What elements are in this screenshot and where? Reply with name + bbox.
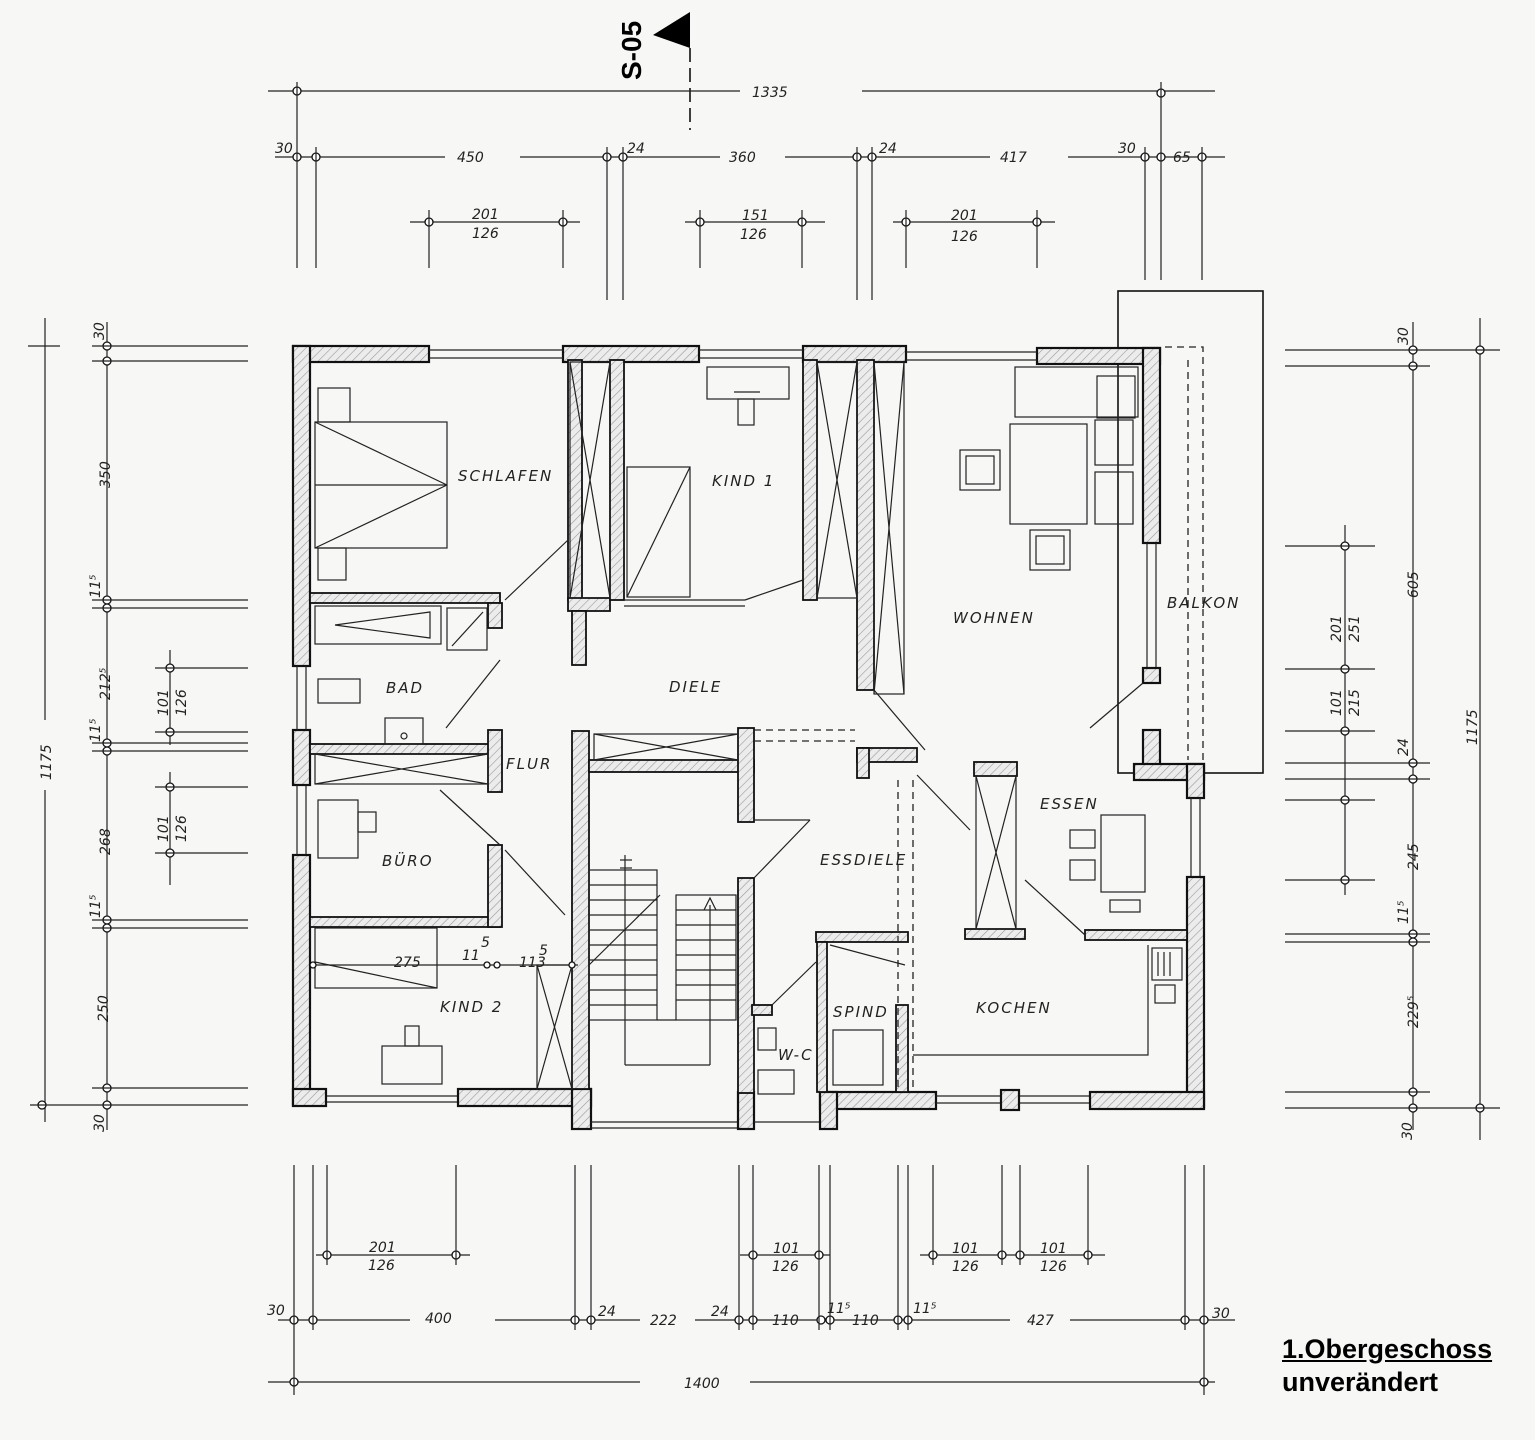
dim-bottom-seg: 400	[425, 1311, 452, 1327]
dim-bottom-seg: 30	[1212, 1306, 1230, 1322]
dim-top-seg: 417	[1000, 150, 1027, 166]
dim-right-seg: 30	[1396, 327, 1412, 345]
dim-left-seg: 268	[98, 828, 114, 855]
dim-bottom-window-w: 201	[369, 1240, 396, 1256]
dim-right-window-w: 101	[1329, 689, 1345, 716]
dim-bottom-seg: 30	[267, 1303, 285, 1319]
dim-left-seg: 11⁵	[88, 894, 104, 918]
inner-dimensions: 275 11 5 113 5	[309, 935, 578, 971]
dim-left-window-h: 126	[174, 815, 190, 842]
dim-bottom-seg: 427	[1027, 1313, 1054, 1329]
dim-top-seg: 30	[1118, 141, 1136, 157]
dim-inner-b-sup: 5	[481, 935, 490, 951]
room-label-wohnen: WOHNEN	[953, 609, 1035, 627]
dim-top-seg: 360	[729, 150, 756, 166]
room-labels: SCHLAFEN KIND 1 WOHNEN BALKON BAD DIELE …	[382, 467, 1240, 1064]
dim-inner-c: 113	[519, 955, 546, 971]
section-marker: S-05	[616, 12, 691, 130]
dim-bottom-seg: 222	[650, 1313, 677, 1329]
dim-inner-a: 275	[394, 955, 421, 971]
dimensions-right: 1175 30 605 24 245 11⁵ 229⁵ 30 201 251 1…	[1285, 318, 1500, 1140]
dim-bottom-window-h: 126	[1040, 1259, 1067, 1275]
dim-left-window-h: 126	[174, 689, 190, 716]
dim-top-overall: 1335	[752, 85, 788, 101]
dim-top-window-h: 126	[472, 226, 499, 242]
dim-bottom-window-h: 126	[368, 1258, 395, 1274]
dim-bottom-window-w: 101	[952, 1241, 979, 1257]
dimensions-bottom: 1400 30 400 24 222 24 110 11⁵ 110 11⁵ 42…	[267, 1165, 1235, 1395]
dim-left-window-w: 101	[156, 689, 172, 716]
room-label-spind: SPIND	[833, 1003, 889, 1021]
dim-right-seg: 245	[1406, 843, 1422, 870]
room-label-buero: BÜRO	[382, 851, 434, 870]
floor-plan-walls	[291, 290, 1264, 1131]
caption-subtitle: unverändert	[1282, 1367, 1439, 1397]
dim-right-overall: 1175	[1465, 709, 1481, 745]
dim-left-window-w: 101	[156, 815, 172, 842]
dim-bottom-seg: 11⁵	[827, 1301, 851, 1317]
room-label-kind2: KIND 2	[440, 998, 503, 1016]
dim-bottom-window-h: 126	[952, 1259, 979, 1275]
dim-top-seg: 450	[457, 150, 484, 166]
room-label-kind1: KIND 1	[712, 472, 775, 490]
dim-bottom-seg: 110	[852, 1313, 879, 1329]
staircase	[588, 855, 737, 1066]
dim-top-window-w: 201	[472, 207, 499, 223]
dimensions-top: 1335 30 450 24 360 24 417 30 65 201 126 …	[268, 82, 1225, 300]
dim-left-seg: 30	[92, 322, 108, 340]
plan-caption: 1.Obergeschoss unverändert	[1282, 1333, 1492, 1399]
dim-bottom-seg: 110	[772, 1313, 799, 1329]
dim-bottom-seg: 11⁵	[913, 1301, 937, 1317]
room-label-essdiele: ESSDIELE	[820, 851, 907, 869]
dim-left-seg: 30	[92, 1114, 108, 1132]
dim-top-window-h: 126	[951, 229, 978, 245]
dimensions-left: 1175 30 350 11⁵ 212⁵ 11⁵ 268 11⁵ 250 30 …	[28, 318, 248, 1132]
dim-left-seg: 350	[98, 461, 114, 488]
dim-right-seg: 11⁵	[1396, 900, 1412, 924]
dim-right-seg: 229⁵	[1406, 995, 1422, 1028]
dim-right-window-h: 215	[1347, 689, 1363, 716]
room-label-wc: W-C	[778, 1046, 814, 1064]
dim-left-seg: 212⁵	[98, 667, 114, 700]
dim-top-window-h: 126	[740, 227, 767, 243]
dim-inner-b: 11	[462, 948, 480, 964]
dim-left-overall: 1175	[39, 744, 55, 780]
dim-bottom-window-w: 101	[773, 1241, 800, 1257]
room-label-balkon: BALKON	[1167, 594, 1240, 612]
dim-top-seg: 65	[1173, 150, 1191, 166]
furniture	[314, 366, 1183, 1095]
dim-right-seg: 605	[1406, 571, 1422, 598]
section-arrow-icon	[653, 12, 690, 48]
dim-bottom-window-h: 126	[772, 1259, 799, 1275]
dim-left-seg: 11⁵	[88, 718, 104, 742]
dim-top-seg: 30	[275, 141, 293, 157]
dim-bottom-window-w: 101	[1040, 1241, 1067, 1257]
room-label-schlafen: SCHLAFEN	[458, 467, 553, 485]
dim-top-window-w: 151	[742, 208, 769, 224]
dim-right-window-h: 251	[1347, 615, 1363, 642]
room-label-kochen: KOCHEN	[976, 999, 1052, 1017]
dim-bottom-seg: 24	[711, 1304, 729, 1320]
dim-top-seg: 24	[879, 141, 897, 157]
dim-right-seg: 30	[1400, 1122, 1416, 1140]
dim-top-seg: 24	[627, 141, 645, 157]
dim-right-seg: 24	[1396, 738, 1412, 756]
caption-title: 1.Obergeschoss	[1282, 1334, 1493, 1364]
dim-left-seg: 250	[96, 995, 112, 1022]
dim-right-window-w: 201	[1329, 615, 1345, 642]
section-label: S-05	[616, 21, 647, 80]
room-label-diele: DIELE	[669, 678, 722, 696]
dim-bottom-overall: 1400	[684, 1376, 720, 1392]
dim-top-window-w: 201	[951, 208, 978, 224]
dim-left-seg: 11⁵	[88, 574, 104, 598]
room-label-flur: FLUR	[506, 755, 552, 773]
room-label-essen: ESSEN	[1040, 795, 1099, 813]
room-label-bad: BAD	[386, 679, 424, 697]
dim-bottom-seg: 24	[598, 1304, 616, 1320]
dim-inner-c-sup: 5	[539, 943, 548, 959]
